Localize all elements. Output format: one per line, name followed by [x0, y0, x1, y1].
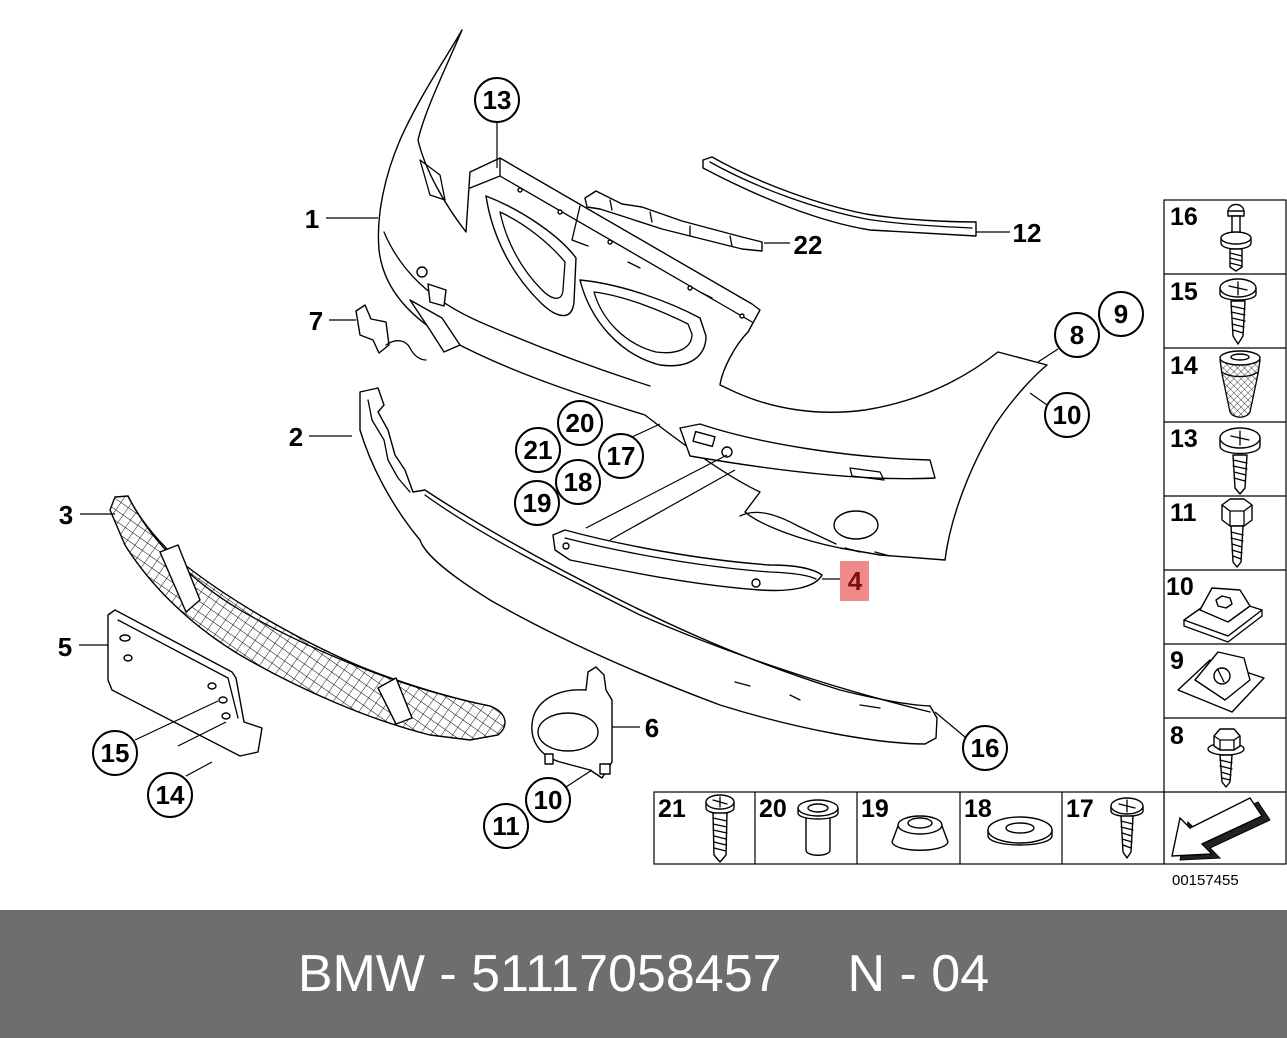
callout-circle: 13: [474, 77, 520, 123]
legend-label: 16: [1170, 203, 1198, 231]
part-number-text: BMW - 51117058457: [297, 945, 782, 1003]
callout-circle: 20: [557, 400, 603, 446]
callout-label: 5: [58, 632, 72, 662]
legend-label: 8: [1170, 722, 1184, 750]
trim-strip-drawing: [552, 529, 823, 592]
legend-label: 9: [1170, 647, 1184, 675]
callout-circle: 17: [598, 433, 644, 479]
small-bracket-drawing: [355, 304, 427, 361]
push-rivet-drawing: [1220, 203, 1252, 272]
callout-circle: 15: [92, 730, 138, 776]
callout-circle: 10: [525, 777, 571, 823]
spring-clip-drawing: [1177, 651, 1265, 713]
legend-label: 21: [658, 795, 686, 823]
callout-label: 11: [492, 811, 520, 841]
grommet-drawing: [891, 815, 949, 851]
upper-strip-drawing: [702, 156, 977, 237]
callout-label: 12: [1013, 218, 1042, 248]
callout-label: 15: [101, 738, 130, 768]
clip-nut-drawing: [1183, 587, 1263, 643]
callout-label: 19: [523, 488, 552, 518]
plate-holder-drawing: [107, 609, 263, 757]
legend-label: 19: [861, 795, 889, 823]
callout-label: 6: [645, 713, 659, 743]
legend-label: 14: [1170, 352, 1198, 380]
fastener-legend-bottom: 21 20 19 18 17: [653, 791, 1165, 865]
callout-label: 9: [1114, 299, 1128, 329]
bumper-panel-drawing: [377, 29, 1048, 561]
expansion-nut-drawing: [1219, 350, 1261, 418]
legend-label: 13: [1170, 425, 1198, 453]
callout-circle: 14: [147, 772, 193, 818]
fog-bracket-drawing: [531, 666, 613, 779]
callout-circle: 11: [483, 803, 529, 849]
callout-circle: 8: [1054, 312, 1100, 358]
highlight-box: [840, 561, 869, 601]
callout-label: 13: [483, 85, 512, 115]
drawing-number: 00157455: [1172, 872, 1239, 889]
legend-label: 11: [1170, 499, 1197, 527]
callout-circle: 9: [1098, 291, 1144, 337]
legend-label: 10: [1166, 573, 1194, 601]
support-bracket-drawing: [584, 190, 763, 252]
callout-label: 21: [524, 435, 553, 465]
callout-circle: 19: [514, 480, 560, 526]
hex-bolt-drawing: [1221, 498, 1253, 568]
arrow-down-left-icon: [1171, 797, 1271, 861]
callout-label-highlighted: 4: [848, 566, 863, 596]
leader-lines: [79, 122, 1059, 788]
cross-head-screw-drawing: [1219, 278, 1257, 345]
callout-label: 3: [59, 500, 73, 530]
legend-label: 18: [964, 795, 992, 823]
callout-label: 22: [794, 230, 823, 260]
fastener-legend-side: 16 15 14 13: [1163, 199, 1287, 865]
callout-label: 1: [305, 204, 319, 234]
cross-head-screw-drawing: [1110, 797, 1144, 859]
legend-label: 20: [759, 795, 787, 823]
callout-label: 10: [1053, 400, 1082, 430]
callout-label: 14: [156, 780, 185, 810]
variant-text: N - 04: [847, 945, 990, 1003]
callout-label: 16: [971, 733, 1000, 763]
callout-label: 18: [564, 467, 593, 497]
bushing-drawing: [797, 799, 839, 856]
callout-circle: 18: [555, 459, 601, 505]
callout-circle: 21: [515, 427, 561, 473]
callout-label: 20: [566, 408, 595, 438]
highlighted-callout: 4: [840, 561, 869, 601]
flange-bolt-drawing: [1207, 728, 1245, 788]
lower-spoiler-drawing: [359, 387, 938, 745]
callout-circle: 16: [962, 725, 1008, 771]
callout-label: 17: [607, 441, 636, 471]
callout-label: 10: [534, 785, 563, 815]
washer-drawing: [987, 816, 1053, 846]
cross-head-screw-drawing: [705, 794, 735, 863]
washer-head-screw-drawing: [1219, 427, 1261, 495]
callout-label: 7: [309, 306, 323, 336]
exploded-parts-diagram: 1 2 3 4 5 6 7 12 22 8 9 10 10 11 13 14 1…: [58, 29, 1287, 889]
part-number-banner: BMW - 51117058457 N - 04: [0, 910, 1287, 1038]
callout-label: 2: [289, 422, 303, 452]
legend-label: 15: [1170, 278, 1198, 306]
callout-label: 8: [1070, 320, 1084, 350]
callout-circle: 10: [1044, 392, 1090, 438]
mesh-grille-drawing: [109, 495, 506, 741]
legend-label: 17: [1066, 795, 1094, 823]
